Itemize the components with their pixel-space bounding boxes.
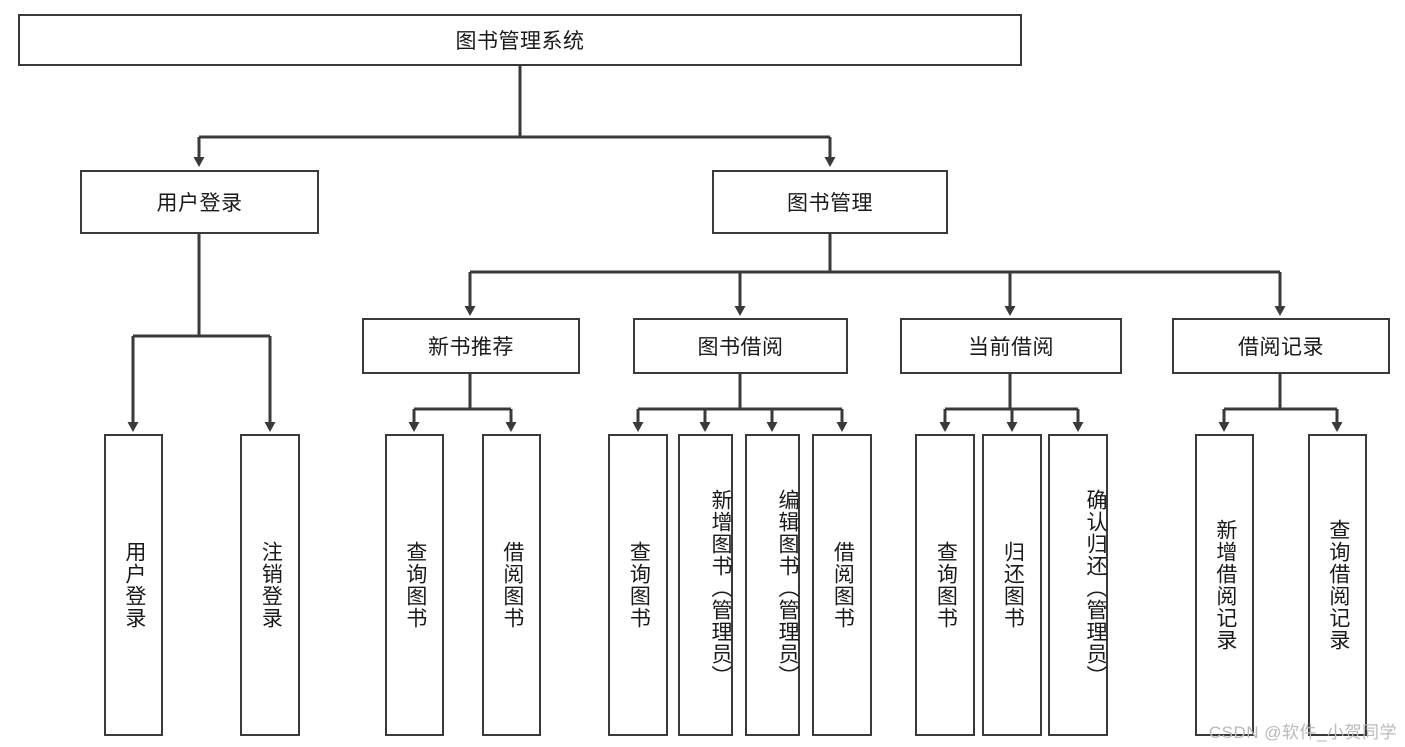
leaf-query-book-new-rec[interactable]: 查询图书	[385, 434, 444, 736]
leaf-query-book-borrow[interactable]: 查询图书	[608, 434, 668, 736]
leaf-user-login[interactable]: 用户登录	[104, 434, 163, 736]
node-label: 借阅图书	[831, 541, 855, 629]
node-label: 查询图书	[934, 541, 958, 629]
node-borrowing-records[interactable]: 借阅记录	[1172, 318, 1390, 374]
leaf-query-book-current[interactable]: 查询图书	[915, 434, 975, 736]
node-label: 当前借阅	[968, 336, 1054, 359]
csdn-watermark: CSDN @软件_小贺同学	[1208, 723, 1397, 742]
leaf-add-book-admin[interactable]: 新增图书（管理员）	[678, 434, 733, 736]
leaf-query-borrow-record[interactable]: 查询借阅记录	[1308, 434, 1367, 736]
node-label: 新增图书（管理员）	[709, 489, 732, 687]
node-label: 查询图书	[403, 541, 427, 629]
leaf-logout-login[interactable]: 注销登录	[240, 434, 300, 736]
node-label: 新书推荐	[428, 336, 514, 359]
leaf-borrow-book[interactable]: 借阅图书	[812, 434, 872, 736]
node-label: 图书管理	[787, 192, 873, 215]
node-root-book-management-system[interactable]: 图书管理系统	[18, 14, 1022, 66]
node-label: 借阅图书	[500, 541, 524, 629]
node-label: 新增借阅记录	[1213, 519, 1237, 651]
leaf-edit-book-admin[interactable]: 编辑图书（管理员）	[745, 434, 800, 736]
node-label: 编辑图书（管理员）	[776, 489, 799, 687]
node-book-borrowing[interactable]: 图书借阅	[633, 318, 848, 374]
node-label: 查询借阅记录	[1326, 519, 1350, 651]
node-label: 归还图书	[1001, 541, 1025, 629]
node-label: 借阅记录	[1238, 336, 1324, 359]
node-user-login[interactable]: 用户登录	[80, 170, 319, 234]
node-label: 确认归还（管理员）	[1084, 489, 1107, 687]
leaf-borrow-book-new-rec[interactable]: 借阅图书	[482, 434, 541, 736]
node-label: 用户登录	[156, 192, 243, 215]
node-label: 用户登录	[122, 541, 146, 629]
node-label: 查询图书	[627, 541, 651, 629]
leaf-return-book[interactable]: 归还图书	[982, 434, 1042, 736]
node-label: 图书借阅	[697, 336, 784, 359]
leaf-confirm-return-admin[interactable]: 确认归还（管理员）	[1048, 434, 1108, 736]
node-label: 图书管理系统	[455, 30, 585, 53]
leaf-add-borrow-record[interactable]: 新增借阅记录	[1195, 434, 1254, 736]
node-new-book-recommendation[interactable]: 新书推荐	[362, 318, 580, 374]
node-book-management[interactable]: 图书管理	[712, 170, 948, 234]
node-current-borrowing[interactable]: 当前借阅	[900, 318, 1122, 374]
node-label: 注销登录	[259, 541, 283, 629]
